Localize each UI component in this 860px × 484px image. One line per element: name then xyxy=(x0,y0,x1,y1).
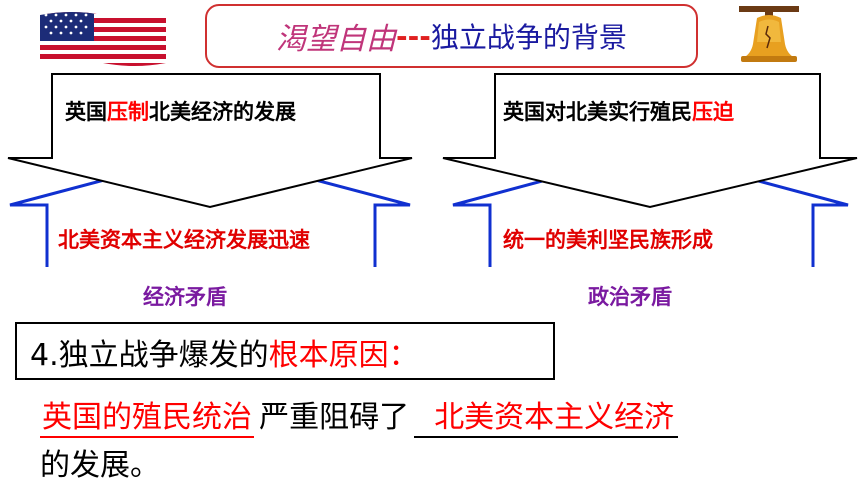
economic-contradiction-label: 经济矛盾 xyxy=(143,285,227,309)
question-prefix: 4.独立战争爆发的 xyxy=(30,338,269,373)
left-top-b: 压制 xyxy=(107,100,149,124)
right-top-a: 英国对北美实行殖民 xyxy=(503,100,692,124)
answer-blank-1: 英国的殖民统治 xyxy=(40,392,254,438)
right-arrow-diagram xyxy=(435,72,860,267)
us-flag-icon xyxy=(38,9,168,67)
answer-blank-2: 北美资本主义经济 xyxy=(414,392,679,438)
left-bottom-text: 北美资本主义经济发展迅速 xyxy=(58,228,310,252)
question-highlight: 根本原因： xyxy=(268,338,419,373)
title-text: 独立战争的背景 xyxy=(430,21,627,54)
title-dash: --- xyxy=(396,19,431,53)
right-top-text: 英国对北美实行殖民压迫 xyxy=(503,96,734,126)
left-arrow-diagram xyxy=(0,72,440,267)
answer-line: 英国的殖民统治 严重阻碍了 北美资本主义经济 xyxy=(40,392,840,438)
title-box: 渴望自由 --- 独立战争的背景 xyxy=(205,4,698,68)
question-box xyxy=(15,322,555,380)
title-italic: 渴望自由 xyxy=(276,22,397,57)
right-top-b: 压迫 xyxy=(692,100,734,124)
left-top-text: 英国压制北美经济的发展 xyxy=(65,96,296,126)
liberty-bell-icon xyxy=(735,4,803,66)
left-top-c: 北美经济的发展 xyxy=(149,100,296,124)
political-contradiction-label: 政治矛盾 xyxy=(588,285,672,309)
answer-mid: 严重阻碍了 xyxy=(259,400,410,435)
left-top-a: 英国 xyxy=(65,100,107,124)
right-bottom-text: 统一的美利坚民族形成 xyxy=(503,228,713,252)
answer-tail: 的发展。 xyxy=(40,448,160,483)
question-text: 4.独立战争爆发的根本原因： xyxy=(30,330,419,374)
